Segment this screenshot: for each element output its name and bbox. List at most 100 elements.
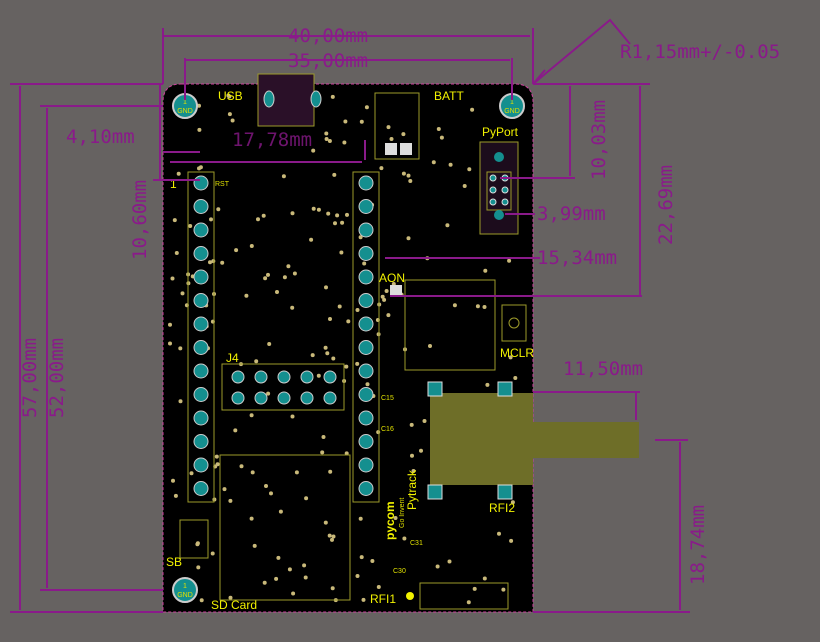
via <box>436 127 441 131</box>
label-batt: BATT <box>434 89 464 103</box>
header-pad <box>358 222 374 238</box>
via <box>343 119 348 124</box>
via <box>379 166 384 171</box>
via <box>170 276 175 281</box>
header-pad <box>193 481 209 496</box>
battery-connector <box>374 92 420 160</box>
j4-pad <box>300 391 314 405</box>
via <box>335 213 340 218</box>
via <box>311 148 316 153</box>
header-pad <box>358 387 374 402</box>
mclr-button-actuator <box>508 317 520 329</box>
dim-52-00: 52,00mm <box>46 338 68 418</box>
via <box>323 345 328 350</box>
via <box>389 137 394 141</box>
header-pad <box>193 175 209 191</box>
via <box>483 268 488 273</box>
label-rfi2: RFI2 <box>489 501 515 515</box>
middle-header <box>352 171 380 503</box>
via <box>419 448 423 453</box>
via <box>411 469 416 473</box>
label-rst: RST <box>215 181 230 188</box>
via <box>252 543 257 548</box>
header-pad <box>358 410 374 426</box>
via <box>291 591 296 596</box>
j4-pad <box>254 370 268 384</box>
via <box>439 135 444 140</box>
antenna-mount-pads <box>427 381 513 500</box>
via <box>321 435 326 439</box>
via <box>324 137 329 141</box>
board-outline <box>162 83 534 613</box>
gnd-hole-pin-number: 1 <box>183 99 187 106</box>
via <box>330 537 334 542</box>
via <box>249 413 254 418</box>
via <box>275 290 279 294</box>
via <box>508 355 513 360</box>
via <box>431 160 436 165</box>
via <box>382 297 387 302</box>
via <box>302 563 307 568</box>
via <box>228 595 233 600</box>
pyport-mount-hole <box>494 152 504 162</box>
header-pad <box>193 457 209 473</box>
via <box>208 260 212 265</box>
via <box>328 317 332 321</box>
via <box>326 211 331 216</box>
via <box>264 484 268 488</box>
via <box>316 207 321 212</box>
header-pad <box>358 340 374 355</box>
header-pad <box>193 340 209 355</box>
via <box>310 353 315 358</box>
header-pads <box>193 175 374 496</box>
via <box>358 516 363 521</box>
dimension-lines <box>10 18 690 613</box>
sd-card-slot <box>219 454 351 601</box>
label-pyport: PyPort <box>482 125 519 139</box>
via <box>178 346 183 351</box>
header-pad <box>193 410 209 426</box>
via <box>267 342 272 346</box>
via <box>262 580 267 585</box>
via <box>475 304 480 309</box>
via <box>290 414 295 419</box>
via <box>287 567 292 572</box>
via <box>172 218 177 223</box>
label-c15: C15 <box>381 395 394 402</box>
label-mclr: MCLR <box>500 346 534 360</box>
via <box>482 576 487 581</box>
via <box>327 533 332 538</box>
header-pad <box>358 293 374 308</box>
via <box>168 322 172 327</box>
via <box>281 174 286 179</box>
gnd-hole-label: GND <box>177 592 193 599</box>
via <box>386 125 391 130</box>
via <box>210 551 215 556</box>
via <box>355 574 360 578</box>
via <box>274 576 279 581</box>
label-c31: C31 <box>410 540 423 547</box>
via <box>507 258 512 263</box>
antenna-pad-board <box>430 393 533 485</box>
label-rfi1: RFI1 <box>370 592 396 606</box>
label-c30: C30 <box>393 568 406 575</box>
dim-radius: R1,15mm+/-0.05 <box>620 41 780 63</box>
j4-pad <box>323 391 337 405</box>
header-pad <box>358 457 374 473</box>
via <box>470 107 475 112</box>
dim-10-60: 10,60mm <box>129 180 151 260</box>
via <box>220 260 225 265</box>
via <box>355 361 360 366</box>
via <box>445 223 450 228</box>
pin1-marker: 1 <box>170 177 177 191</box>
via <box>337 304 342 309</box>
rfi1-pin1-dot <box>406 592 414 600</box>
via <box>406 173 411 178</box>
via <box>376 585 381 589</box>
via <box>292 271 297 276</box>
via <box>249 244 254 248</box>
via <box>216 207 221 212</box>
battery-pad <box>400 143 412 155</box>
